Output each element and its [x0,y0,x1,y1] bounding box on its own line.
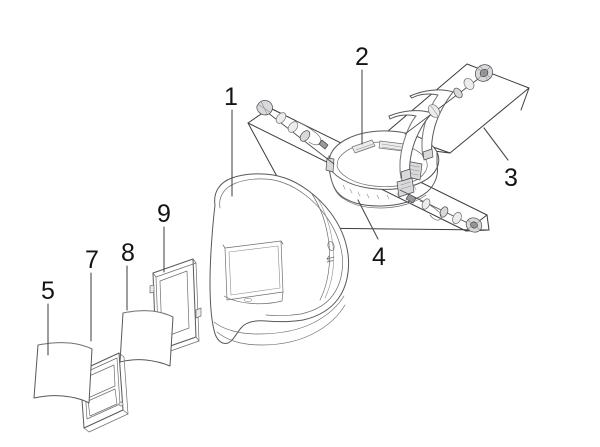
frame-top-thickness [155,262,197,278]
pin-lower-head [405,193,417,204]
helmet-cheek-crease [311,193,330,301]
callout-label-4: 4 [372,243,386,271]
helmet-branding-text [326,255,335,263]
helmet-cheek-crease-2 [317,198,334,299]
sweatband-arc-lower-inner [399,115,417,179]
cassette-bottom-thickness [83,413,129,433]
frame-tab-right [195,307,202,319]
outer-lens-face [33,342,93,404]
part-8-inner-cover-lens [119,310,174,367]
hardware-left-axis [262,108,335,165]
frame-tab-left [149,284,155,294]
callout-label-7: 7 [85,246,99,274]
spacer-upper [453,87,463,99]
headband-side-wall [328,151,438,207]
callout-label-8: 8 [121,239,135,267]
callout-leader-lines [47,69,509,356]
helmet-chin-fold-1 [213,295,345,335]
helmet-logo-mark [327,241,335,251]
callout-label-5: 5 [41,277,55,305]
washer-lower-3 [421,198,431,210]
adjust-knob-lower-ribs [467,219,481,231]
sweatband-lower-clip [400,168,412,182]
cassette-sensor-dot [118,401,124,407]
helmet-window-latch [243,298,253,302]
hardware-left-assembly [256,100,335,165]
clamp-left-outer-ribs [258,100,271,115]
inner-lens-face [119,310,174,367]
headband-pivot-boss-left [325,157,335,173]
part-5-outer-cover-lens [33,342,93,404]
pivot-disc-upper-line [430,105,439,117]
callout-label-2: 2 [355,43,369,71]
outer-lens-top-edge [37,342,93,350]
helmet-lens-window-edge [222,240,284,249]
headband-lower-edge [330,177,427,209]
washer-upper-outer [463,78,475,90]
pin-left-head [318,139,329,150]
helmet-lens-window [224,240,284,301]
pin-left-loop [295,120,322,146]
spring-clip-lower [419,200,442,221]
washer-left-1 [275,112,287,124]
callout-label-1: 1 [224,83,238,111]
sweatband-upper-clip [422,148,434,161]
washer-left-2 [287,121,299,133]
helmet-shell-inner-contour [219,178,343,317]
part-3-bracket-right [520,87,530,111]
hardware-lower-right-assembly [399,189,483,233]
hardware-upper-right-assembly [404,64,494,135]
adjust-knob-upper-ribs [476,64,492,82]
headband-inner-opening [336,141,428,188]
cassette-side-thickness [118,352,129,415]
helmet-window-lip [223,291,284,305]
part-1-helmet-shell [209,173,350,346]
frame-side-thickness [192,258,200,342]
washer-lower-2 [439,206,449,218]
leader-line-3 [483,127,509,161]
cassette-lower-band [87,388,118,417]
crown-pad-left-lines [355,143,375,153]
washer-lower-1 [452,211,462,225]
part-4-bracket-right [486,214,490,231]
crown-pad-left [351,139,376,154]
helmet-lens-window-inner [228,245,281,296]
washer-left-3 [299,130,311,142]
clamp-left-outer [256,100,273,116]
leader-line-4 [357,199,379,240]
inner-lens-top-edge [122,310,174,318]
headband-pivot-boss-right-ribs [400,181,412,190]
callout-label-3: 3 [504,164,518,192]
crown-pad-right-lines [381,143,402,151]
helmet-chin-fold-2 [216,304,346,346]
part-3-sweatband-arcs [388,89,454,182]
callout-label-9: 9 [157,200,171,228]
